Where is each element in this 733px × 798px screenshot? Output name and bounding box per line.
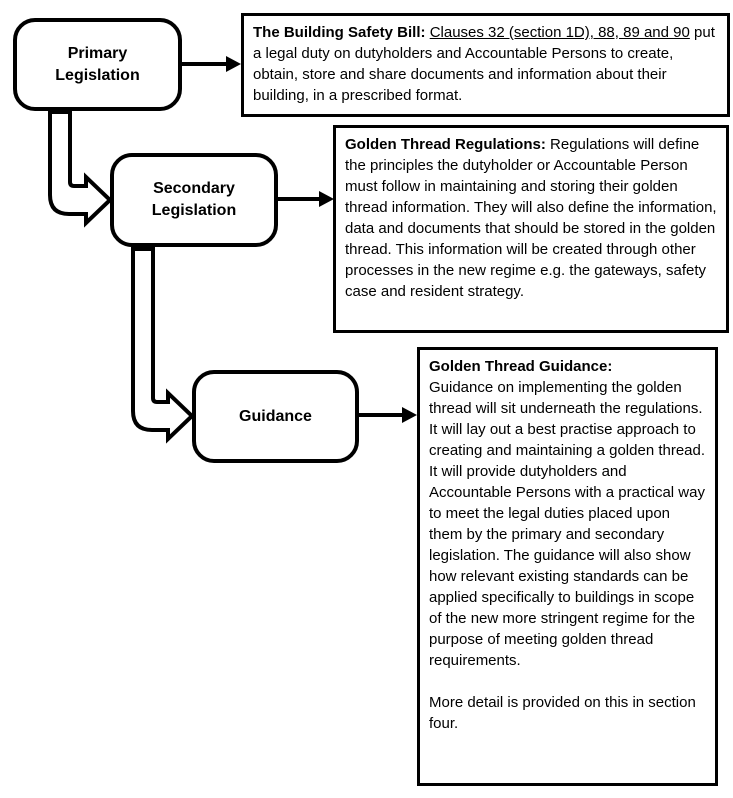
building-safety-bill-body: put a legal duty on dutyholders and Acco… [253,24,715,104]
golden-thread-guidance-body: Guidance on implementing the golden thre… [429,379,706,669]
golden-thread-regulations-box: Golden Thread Regulations: Regulations w… [333,125,729,333]
golden-thread-guidance-title: Golden Thread Guidance: [429,358,613,375]
golden-thread-regulations-text: Golden Thread Regulations: Regulations w… [345,134,717,302]
building-safety-bill-clauses: Clauses 32 (section 1D), 88, 89 and 90 [429,24,690,41]
golden-thread-regulations-body: Regulations will define the principles t… [345,136,717,300]
golden-thread-guidance-box: Golden Thread Guidance: Guidance on imple… [417,347,718,786]
building-safety-bill-box: The Building Safety Bill: Clauses 32 (se… [241,13,730,117]
building-safety-bill-title: The Building Safety Bill: [253,24,430,41]
primary-legislation-label: Primary Legislation [55,44,140,84]
golden-thread-guidance-footer: More detail is provided on this in secti… [429,694,696,732]
guidance-label: Guidance [239,407,312,425]
guidance-node: Guidance [192,370,359,463]
secondary-legislation-label: Secondary Legislation [151,180,237,219]
golden-thread-regulations-title: Golden Thread Regulations: [345,136,551,153]
elbow-arrow-primary-to-secondary-icon [48,110,113,228]
primary-legislation-node: Primary Legislation [13,18,182,111]
arrow-guidance-to-guidance-box-icon [358,407,417,423]
arrow-secondary-to-regulations-icon [277,191,334,207]
secondary-legislation-node: Secondary Legislation [110,153,278,247]
building-safety-bill-text: The Building Safety Bill: Clauses 32 (se… [253,22,718,106]
elbow-arrow-secondary-to-guidance-icon [131,247,195,444]
golden-thread-guidance-text: Golden Thread Guidance: Guidance on imple… [429,356,706,671]
arrow-primary-to-bill-icon [182,56,241,72]
